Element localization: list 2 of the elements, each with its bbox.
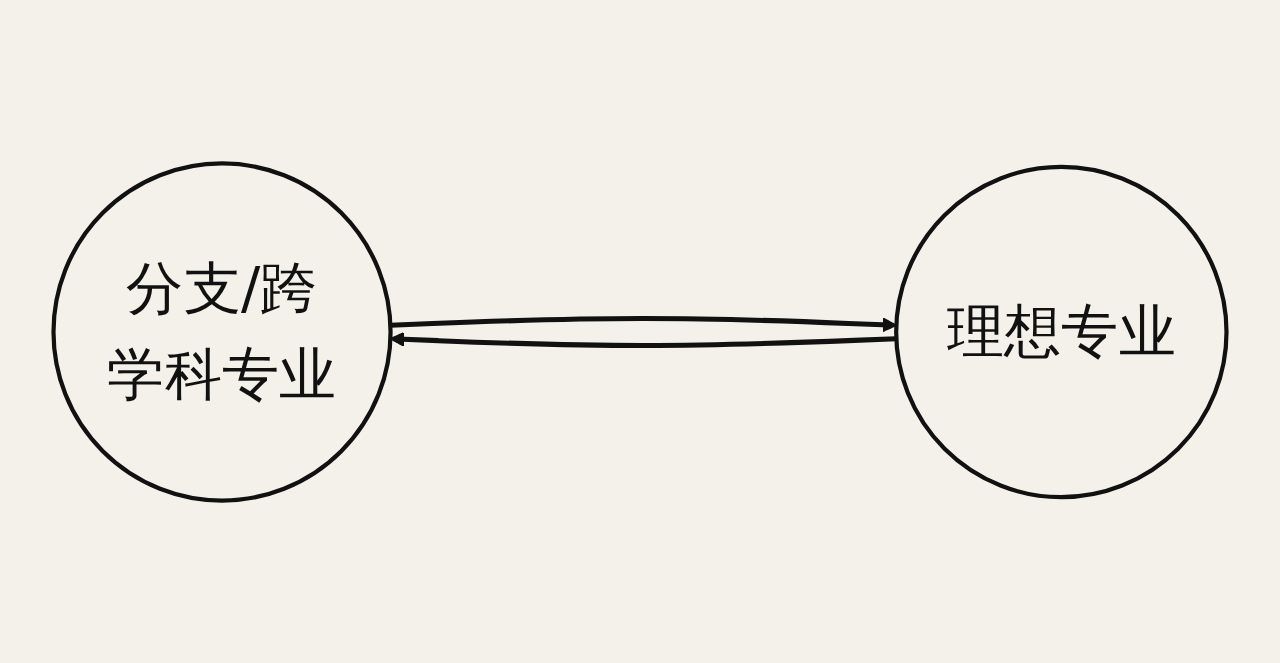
node-circle: 分支/跨学科专业: [51, 160, 393, 503]
node-circle: 理想专业: [894, 164, 1229, 499]
